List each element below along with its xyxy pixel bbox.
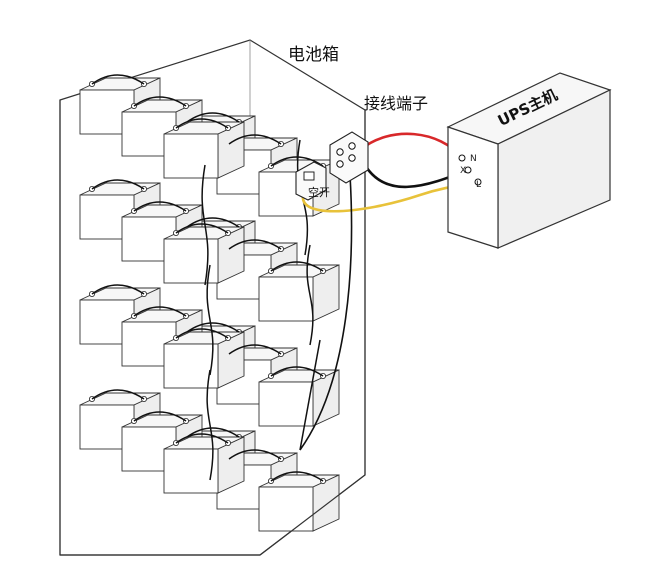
cabinet-feed-cable [299, 174, 353, 451]
terminal-screw-0 [336, 148, 344, 156]
battery-front [163, 133, 219, 179]
ups-side [447, 126, 499, 249]
terminal-block-label: 接线端子 [364, 94, 429, 113]
battery-jumper [228, 344, 282, 355]
battery-jumper [91, 389, 145, 400]
battery-jumper [133, 306, 187, 317]
inter-tier-cable-1 [206, 264, 214, 376]
battery-jumper [175, 328, 229, 339]
battery-jumper [175, 118, 229, 129]
battery-front [258, 486, 314, 532]
battery-jumper [91, 179, 145, 190]
battery-jumper [228, 449, 282, 460]
inter-tier-cable-4 [306, 244, 314, 346]
ups-host-box [446, 72, 612, 249]
ups-terminal-x-label: X [460, 166, 467, 176]
battery-11 [258, 264, 340, 322]
battery-cabinet-front [60, 110, 366, 556]
ups-terminal-2 [474, 178, 482, 186]
battery-jumper [270, 471, 324, 482]
battery-jumper [270, 156, 324, 167]
breaker-label: 空开 [308, 186, 330, 199]
battery-jumper [175, 433, 229, 444]
battery-front [163, 343, 219, 389]
battery-front [163, 238, 219, 284]
battery-jumper [133, 411, 187, 422]
battery-cabinet-label: 电池箱 [288, 45, 339, 65]
battery-jumper [228, 134, 282, 145]
terminal-screw-1 [348, 142, 356, 150]
ups-terminal-n-label: N [470, 154, 477, 164]
ups-terminal-1 [464, 166, 472, 174]
cabinet-front-edge [259, 110, 366, 556]
battery-jumper [270, 366, 324, 377]
battery-jumper [186, 112, 240, 123]
ups-terminal-0 [458, 154, 466, 162]
inter-tier-cable-2 [206, 369, 214, 481]
battery-jumper [175, 223, 229, 234]
battery-jumper [186, 427, 240, 438]
inter-tier-cable-0 [201, 164, 209, 286]
battery-jumper [91, 284, 145, 295]
breaker-switch [295, 161, 327, 201]
terminal-and-breaker [295, 131, 369, 201]
ups-terminal-l-label: L [476, 180, 482, 190]
battery-jumper [133, 201, 187, 212]
battery-16 [163, 331, 245, 389]
battery-jumper-cables [91, 74, 324, 482]
inter-tier-cable-5 [299, 339, 321, 451]
battery-jumper [186, 322, 240, 333]
battery-jumper [186, 217, 240, 228]
terminal-screw-2 [336, 160, 344, 168]
battery-22 [163, 436, 245, 494]
battery-front [258, 381, 314, 427]
breaker-toggle [303, 171, 315, 181]
battery-jumper [133, 96, 187, 107]
battery-jumper [228, 239, 282, 250]
battery-jumper [91, 74, 145, 85]
terminal-screw-3 [348, 154, 356, 162]
battery-front [258, 276, 314, 322]
battery-23 [258, 474, 340, 532]
battery-front [163, 448, 219, 494]
battery-jumper [270, 261, 324, 272]
red-wire [359, 132, 464, 159]
battery-10 [163, 226, 245, 284]
